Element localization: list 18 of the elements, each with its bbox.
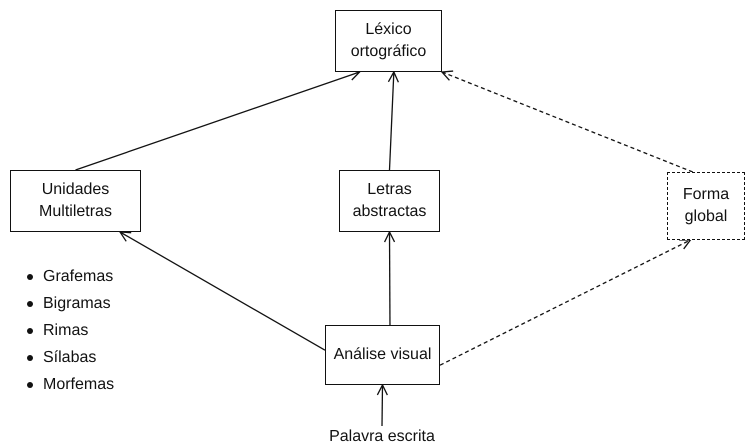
arrow	[384, 231, 396, 325]
process-box: Análise visual	[325, 325, 440, 385]
list-item: Grafemas	[43, 267, 114, 287]
arrow	[388, 71, 400, 170]
text-label: Palavra escrita	[329, 427, 435, 447]
list-item: Morfemas	[43, 375, 114, 395]
process-box: Unidades Multiletras	[10, 170, 141, 232]
list-item: Rimas	[43, 321, 88, 341]
list-item: Sílabas	[43, 348, 96, 368]
dashed-box: Forma global	[667, 172, 745, 240]
arrow	[119, 231, 326, 351]
arrow	[75, 70, 360, 171]
process-box: Letras abstractas	[339, 170, 440, 232]
process-box: Léxico ortográfico	[335, 10, 442, 72]
arrow	[376, 384, 388, 426]
list-item: Bigramas	[43, 294, 111, 314]
arrow	[441, 70, 693, 173]
arrow	[440, 239, 692, 366]
